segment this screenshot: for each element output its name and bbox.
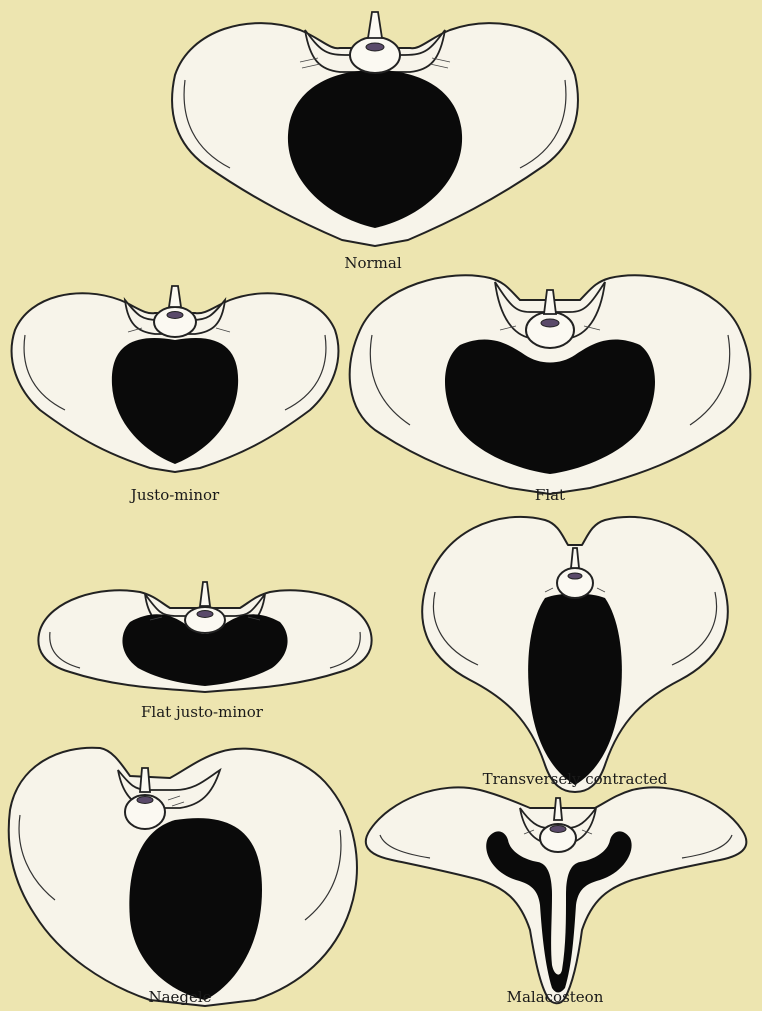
figure-transversely-contracted	[422, 517, 728, 792]
figure-justo-minor	[12, 286, 339, 472]
caption-justo-minor: Justo-minor	[131, 486, 219, 504]
caption-normal: Normal	[344, 254, 401, 272]
caption-malacosteon: Malacosteon	[507, 988, 604, 1006]
caption-flat-justo-minor: Flat justo-minor	[141, 703, 263, 721]
figure-naegele	[9, 748, 357, 1006]
figure-malacosteon	[366, 787, 747, 1003]
caption-flat: Flat	[535, 486, 565, 504]
caption-naegele: Naegele	[148, 988, 211, 1006]
figure-flat-justo-minor	[38, 582, 371, 692]
figure-normal	[172, 12, 578, 246]
caption-transversely-contracted: Transversely contracted	[483, 770, 668, 788]
figure-flat	[350, 275, 751, 494]
